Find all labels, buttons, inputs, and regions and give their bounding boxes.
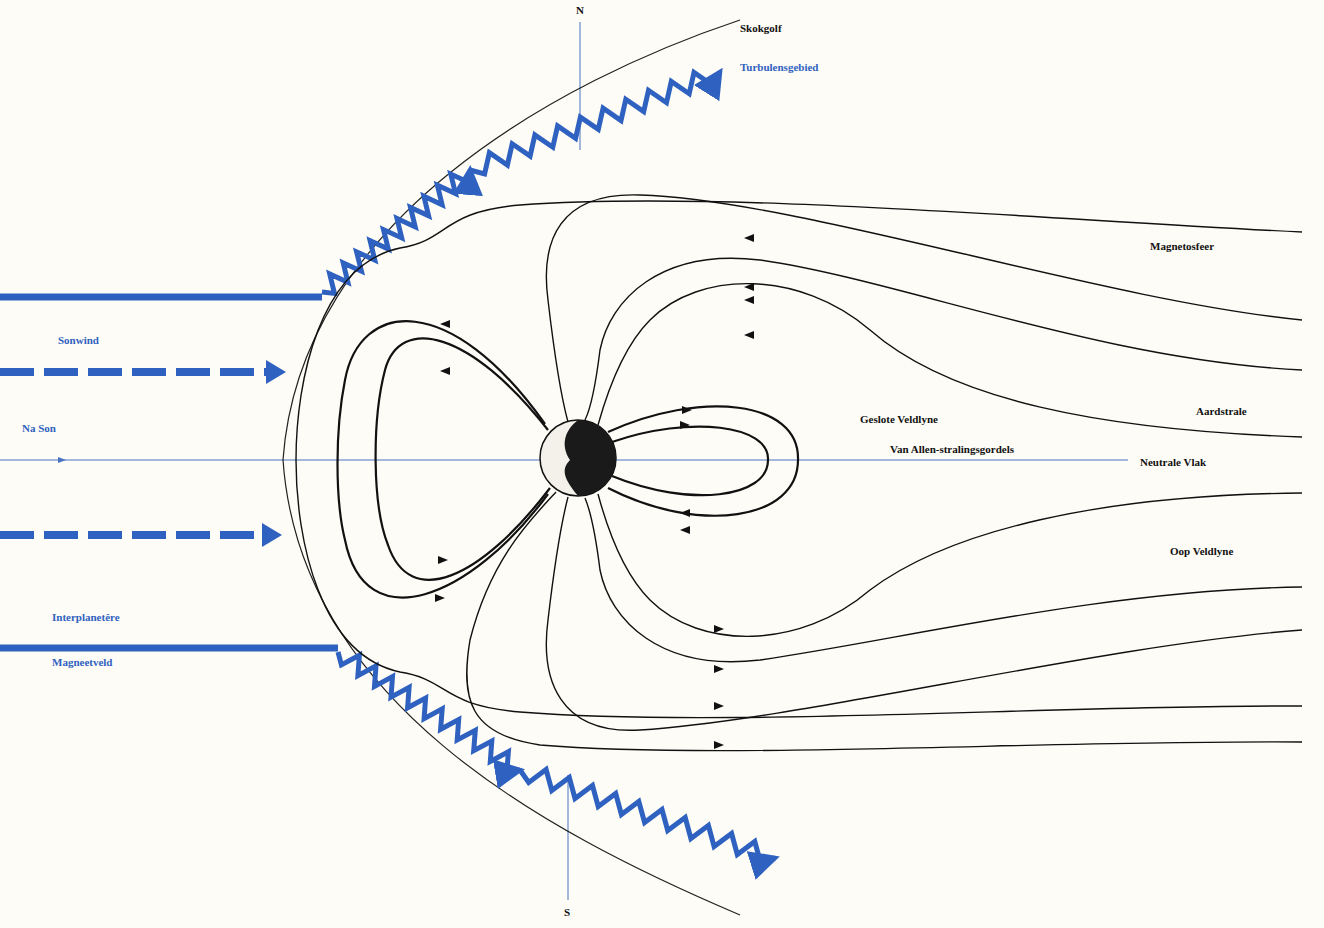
earth-night-side [565,420,616,496]
text-label: Turbulensgebied [738,61,820,74]
sun-arrow [58,457,66,463]
imf-line [0,645,338,652]
text-label: Sonwind [56,334,101,347]
text-label: Van Allen-stralingsgordels [888,443,1016,456]
text-label: Geslote Veldlyne [858,413,940,426]
text-label: Magnetosfeer [1148,240,1216,253]
earth [540,420,616,496]
text-label: S [562,906,572,919]
solar-wind-arrow [0,531,260,539]
text-label: N [574,4,586,17]
south-axis [568,775,569,900]
text-label: Neutrale Vlak [1138,456,1208,469]
text-label: Aardstrale [1194,405,1249,418]
text-label: Magneetveld [50,656,114,669]
field-lines [296,195,1302,751]
solar-wind-head [266,360,286,384]
text-label: Oop Veldlyne [1168,545,1235,558]
text-label: Na Son [20,422,58,435]
solar-wind-arrow [0,368,272,376]
shock-wave [283,20,740,915]
turbulence-zigzag [470,72,720,174]
turbulence-zigzag [520,770,775,863]
turbulence-zigzag [322,72,775,863]
solar-wind-head [262,523,282,547]
turbulence-zigzag [322,170,470,293]
imf-line [0,294,322,301]
text-label: Skokgolf [738,22,784,35]
closed-field-loops [338,321,799,597]
text-label: Interplanetêre [50,611,122,624]
field-arrows [435,234,754,749]
turbulence-zigzag [338,652,520,772]
